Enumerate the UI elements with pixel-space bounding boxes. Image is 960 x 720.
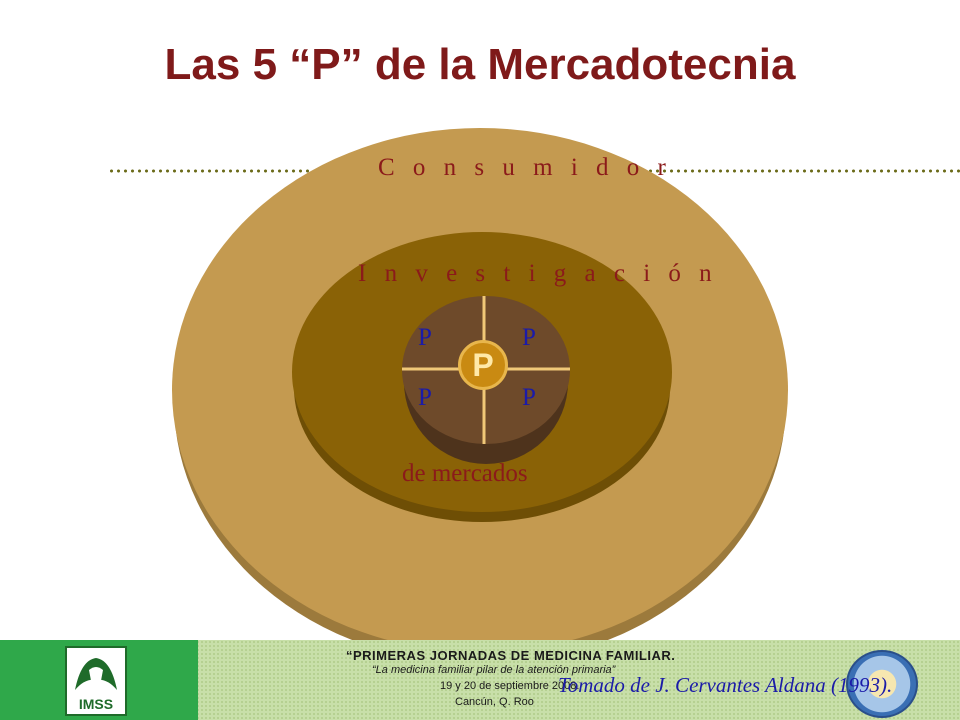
page-title: Las 5 “P” de la Mercadotecnia xyxy=(164,40,796,89)
p-bottom-right: P xyxy=(522,384,536,411)
imss-logo: IMSS xyxy=(65,646,127,716)
footer-slogan: “La medicina familiar pilar de la atenci… xyxy=(372,664,616,676)
eagle-icon xyxy=(75,658,117,690)
p-bottom-left: P xyxy=(418,384,432,411)
footer-event-title: “PRIMERAS JORNADAS DE MEDICINA FAMILIAR. xyxy=(346,648,676,663)
source-credit: Tomado de J. Cervantes Aldana (1993). xyxy=(558,673,893,697)
p-top-left: P xyxy=(418,324,432,351)
consumidor-label: C o n s u m i d o r xyxy=(378,154,672,181)
investigacion-label: I n v e s t i g a c i ó n xyxy=(358,260,718,287)
p-center-badge: P xyxy=(458,340,508,390)
footer-location: Cancún, Q. Roo xyxy=(455,696,534,708)
seal-icon xyxy=(846,650,918,718)
p-top-right: P xyxy=(522,324,536,351)
footer-date: 19 y 20 de septiembre 2008. xyxy=(440,680,580,692)
mercados-label: de mercados xyxy=(402,460,528,487)
imss-logo-text: IMSS xyxy=(78,696,114,712)
